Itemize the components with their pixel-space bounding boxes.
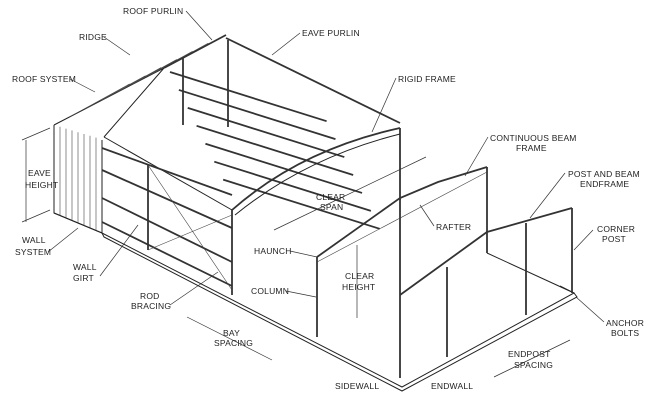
roof-purlins [169, 71, 381, 230]
label-rod-bracing-2: BRACING [131, 301, 171, 311]
label-clear-height: CLEAR [345, 271, 374, 281]
roof-purlin [205, 142, 363, 194]
wall-system-sheeting [53, 125, 103, 234]
roof-purlin [178, 89, 336, 140]
label-column: COLUMN [251, 286, 289, 296]
label-wall-system-2: SYSTEM [15, 247, 51, 257]
roof-rib [100, 67, 162, 101]
label-post-and-beam-endframe: POST AND BEAM [568, 169, 640, 179]
columns [147, 40, 401, 295]
label-clear-span: CLEAR [316, 192, 345, 202]
rigid-frame [231, 127, 401, 216]
roof-purlin [169, 71, 327, 123]
roof-purlin [214, 160, 372, 212]
wall-girts [101, 147, 233, 287]
label-bay-spacing: BAY [223, 328, 240, 338]
label-anchor-bolts: ANCHOR [606, 318, 644, 328]
label-wall-girt: WALL [73, 262, 97, 272]
label-rafter: RAFTER [436, 222, 471, 232]
continuous-beam-frame [316, 166, 488, 378]
label-corner-post-2: POST [602, 234, 626, 244]
label-ridge: RIDGE [79, 32, 107, 42]
label-eave-height: EAVE [28, 168, 51, 178]
roof-purlin [187, 107, 345, 158]
label-sidewall: SIDEWALL [335, 381, 379, 391]
label-bay-spacing-2: SPACING [214, 338, 253, 348]
label-eave-height-2: HEIGHT [25, 180, 58, 190]
label-haunch: HAUNCH [254, 246, 292, 256]
ridge-and-eaves [103, 34, 401, 211]
roof-rib [116, 59, 178, 93]
label-wall-system: WALL [22, 235, 46, 245]
leader-lines [47, 10, 605, 323]
label-endpost-spacing-2: SPACING [514, 360, 553, 370]
label-continuous-beam-frame: CONTINUOUS BEAM [490, 133, 577, 143]
label-wall-girt-2: GIRT [73, 273, 94, 283]
roof-rib [69, 83, 130, 118]
label-anchor-bolts-2: BOLTS [611, 328, 639, 338]
label-rigid-frame: RIGID FRAME [398, 74, 456, 84]
label-eave-purlin: EAVE PURLIN [302, 28, 360, 38]
label-rod-bracing: ROD [140, 291, 160, 301]
roof-rib [132, 51, 193, 85]
dimension-lines [21, 127, 571, 378]
post-and-beam-endframe [399, 207, 573, 357]
label-post-and-beam-endframe-2: ENDFRAME [580, 179, 629, 189]
label-clear-height-2: HEIGHT [342, 282, 375, 292]
label-clear-span-2: SPAN [320, 202, 343, 212]
label-roof-system: ROOF SYSTEM [12, 74, 76, 84]
label-continuous-beam-frame-2: FRAME [516, 143, 547, 153]
roof-rib [85, 75, 146, 109]
label-roof-purlin: ROOF PURLIN [123, 6, 183, 16]
roof-purlin [196, 124, 354, 176]
label-corner-post: CORNER [597, 224, 635, 234]
label-endwall: ENDWALL [431, 381, 473, 391]
label-endpost-spacing: ENDPOST [508, 349, 551, 359]
roof-purlin [222, 178, 381, 230]
